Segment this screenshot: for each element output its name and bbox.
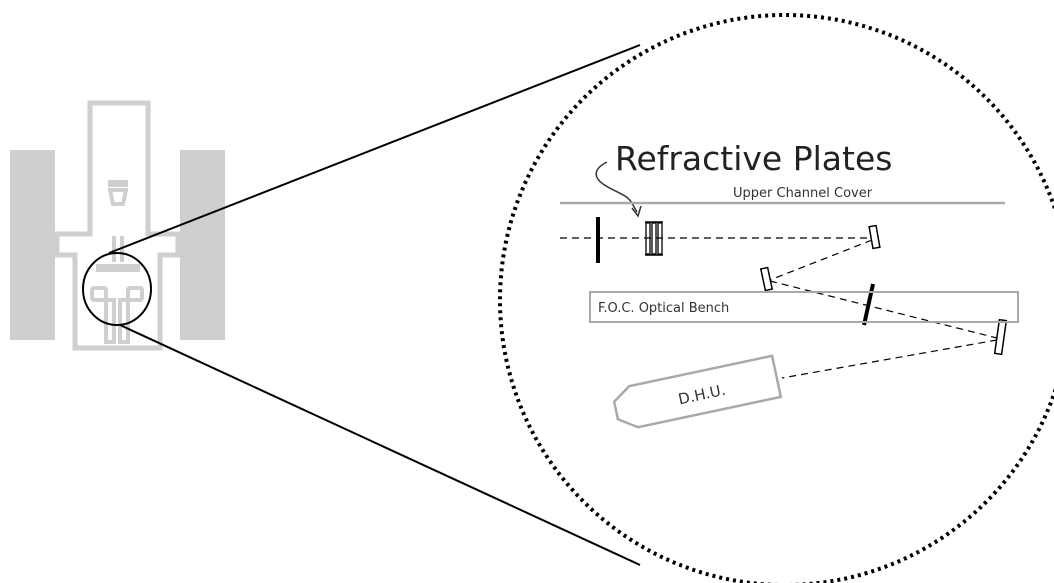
secondary-mirror-icon (107, 180, 129, 206)
upper-channel-cover-label: Upper Channel Cover (733, 186, 873, 201)
mirror-3 (993, 318, 1008, 356)
mirror-2 (759, 266, 774, 292)
telescope-body (54, 100, 181, 351)
mirror-1 (868, 224, 881, 250)
refractive-plates-label: Refractive Plates (615, 139, 892, 178)
zoom-detail-circle (498, 13, 1054, 583)
zoom-line-bottom (119, 324, 641, 566)
beam-path-segment-2 (769, 239, 873, 281)
optical-bench-label: F.O.C. Optical Bench (598, 301, 729, 316)
beam-path-segment-4 (781, 339, 998, 379)
refractive-plates-leader (595, 161, 638, 213)
instrument-bay-details (90, 236, 144, 344)
zoom-source-circle (82, 252, 152, 326)
beam-path-segment-3 (769, 280, 998, 339)
zoom-line-top (108, 44, 641, 254)
bench-shutter-bar (862, 283, 875, 326)
refractive-plates-arrowhead (631, 205, 642, 218)
dhu-unit (612, 354, 783, 429)
telescope-overview (10, 100, 225, 351)
left-solar-panel (10, 150, 55, 340)
optical-bench (589, 291, 1019, 323)
refractive-plates-element (645, 221, 663, 256)
right-solar-panel (180, 150, 225, 340)
